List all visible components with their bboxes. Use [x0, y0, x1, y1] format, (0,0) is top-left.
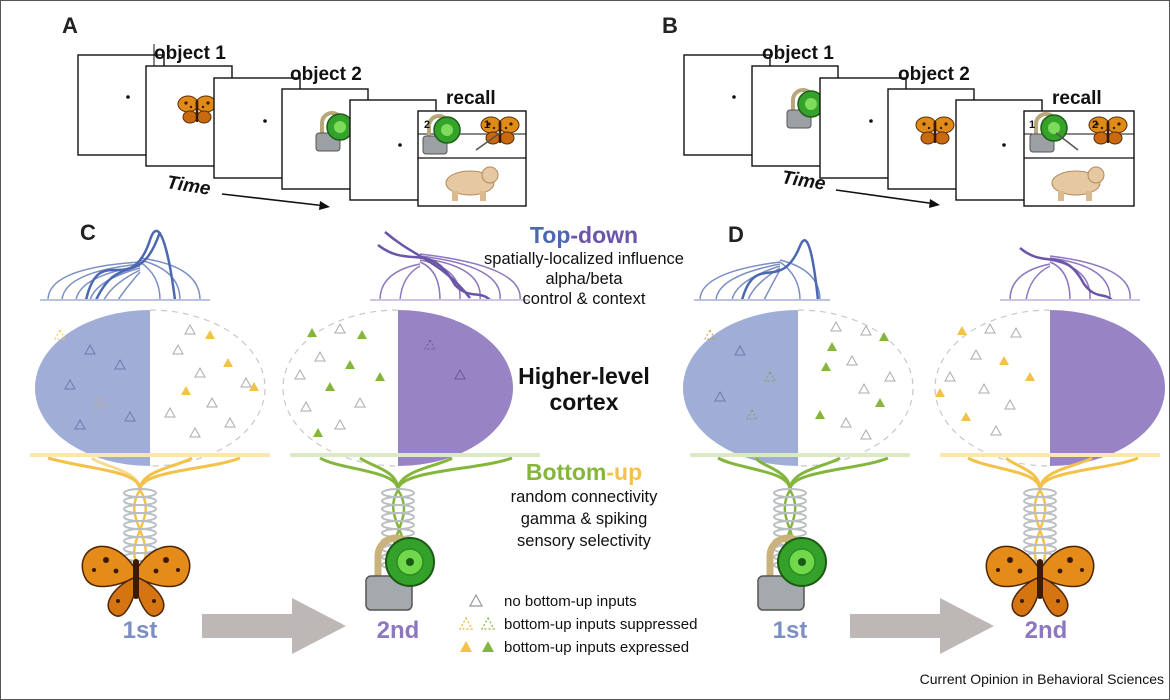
- topdown-arcs: [699, 239, 821, 301]
- cortex-active-half: [398, 310, 513, 466]
- fixation-dot: [869, 119, 873, 123]
- bottomup-line-1: random connectivity: [511, 488, 658, 506]
- recall-number: 2: [424, 119, 430, 131]
- cortex-label-line-1: Higher-level: [518, 363, 650, 389]
- panel-d: D: [683, 222, 1165, 654]
- topdown-arcs: [1009, 247, 1131, 301]
- cortex-active-half: [683, 310, 798, 466]
- cortex-active-half: [35, 310, 150, 466]
- bottomup-title: Bottom-up: [526, 459, 642, 485]
- panel-d-letter: D: [728, 222, 744, 247]
- legend-none: no bottom-up inputs: [504, 593, 637, 610]
- topdown-title: Top-down: [530, 222, 638, 248]
- legend-triangle-suppressed-green: [480, 616, 496, 630]
- panel-a-object1-label: object 1: [154, 43, 226, 64]
- neuron-triangles: [54, 323, 259, 438]
- fixation-dot: [126, 95, 130, 99]
- legend-suppressed: bottom-up inputs suppressed: [504, 616, 697, 633]
- butterfly-icon: [985, 545, 1095, 617]
- recall-number: 1: [1029, 119, 1035, 131]
- panel-b-recall-label: recall: [1052, 88, 1102, 109]
- bottomup-line-2: gamma & spiking: [521, 510, 648, 528]
- padlock-icon: [758, 538, 826, 610]
- center-labels: Top-down spatially-localized influence a…: [484, 222, 684, 550]
- panel-a-letter: A: [62, 13, 78, 38]
- legend-triangle-empty: [468, 593, 484, 607]
- butterfly-icon: [915, 116, 955, 145]
- panel-b: B 1 2 object 1 object 2 recall Time: [662, 13, 1135, 208]
- bottomup-title-bottom: Bottom: [526, 459, 606, 485]
- topdown-arcs: [377, 231, 521, 301]
- time-arrow: [835, 189, 937, 205]
- topdown-line-2: alpha/beta: [545, 270, 623, 288]
- time-arrowhead: [319, 201, 330, 210]
- legend-expressed: bottom-up inputs expressed: [504, 639, 689, 656]
- topdown-arcs: [47, 229, 201, 301]
- topdown-line-3: control & context: [523, 290, 646, 308]
- neuron-triangles: [704, 320, 896, 440]
- panel-c-letter: C: [80, 220, 96, 245]
- recall-number: 1: [484, 119, 490, 131]
- butterfly-icon: [177, 95, 217, 124]
- legend-triangle-suppressed-yellow: [458, 616, 474, 630]
- neuron-triangles: [294, 322, 466, 437]
- bottomup-line-3: sensory selectivity: [517, 532, 652, 550]
- cortex-inactive-half: [149, 309, 266, 467]
- recall-pointer: [1055, 132, 1079, 151]
- recall-number: 2: [1092, 119, 1098, 131]
- topdown-title-top: Top: [530, 222, 570, 248]
- cortex-inactive-half: [797, 309, 914, 467]
- panel-a-recall-label: recall: [446, 88, 496, 109]
- time-arrowhead: [929, 199, 940, 208]
- panel-d-second-label: 2nd: [1025, 617, 1068, 644]
- topdown-title-down: -down: [570, 222, 638, 248]
- neuron-triangles: [935, 322, 1035, 436]
- padlock-icon: [366, 538, 434, 610]
- legend-triangle-expressed-yellow: [460, 641, 472, 652]
- sequence-arrow: [202, 598, 346, 654]
- cortex-label-line-2: cortex: [549, 389, 618, 415]
- fixation-dot: [398, 143, 402, 147]
- butterfly-icon: [81, 545, 191, 617]
- panel-c: C: [30, 220, 540, 654]
- fixation-dot: [732, 95, 736, 99]
- topdown-line-1: spatially-localized influence: [484, 250, 684, 268]
- panel-a-object2-label: object 2: [290, 64, 362, 85]
- panel-b-object1-label: object 1: [762, 43, 834, 64]
- sequence-arrow: [850, 598, 994, 654]
- panel-b-letter: B: [662, 13, 678, 38]
- fixation-dot: [263, 119, 267, 123]
- panel-c-first-label: 1st: [123, 617, 158, 644]
- fixation-dot: [1002, 143, 1006, 147]
- bottomup-title-up: -up: [606, 459, 642, 485]
- legend-triangle-expressed-green: [482, 641, 494, 652]
- panel-d-first-label: 1st: [773, 617, 808, 644]
- panel-c-second-label: 2nd: [377, 617, 420, 644]
- cortex-active-half: [1050, 310, 1165, 466]
- time-arrow: [221, 193, 327, 207]
- panel-a-time-label: Time: [165, 172, 212, 200]
- legend: no bottom-up inputs bottom-up inputs sup…: [458, 593, 697, 656]
- panel-b-object2-label: object 2: [898, 64, 970, 85]
- recall-pointer: [475, 132, 501, 151]
- panel-a: A 2 1 object 1 object 2 recall Time: [62, 13, 527, 210]
- source-caption: Current Opinion in Behavioral Sciences: [920, 671, 1164, 687]
